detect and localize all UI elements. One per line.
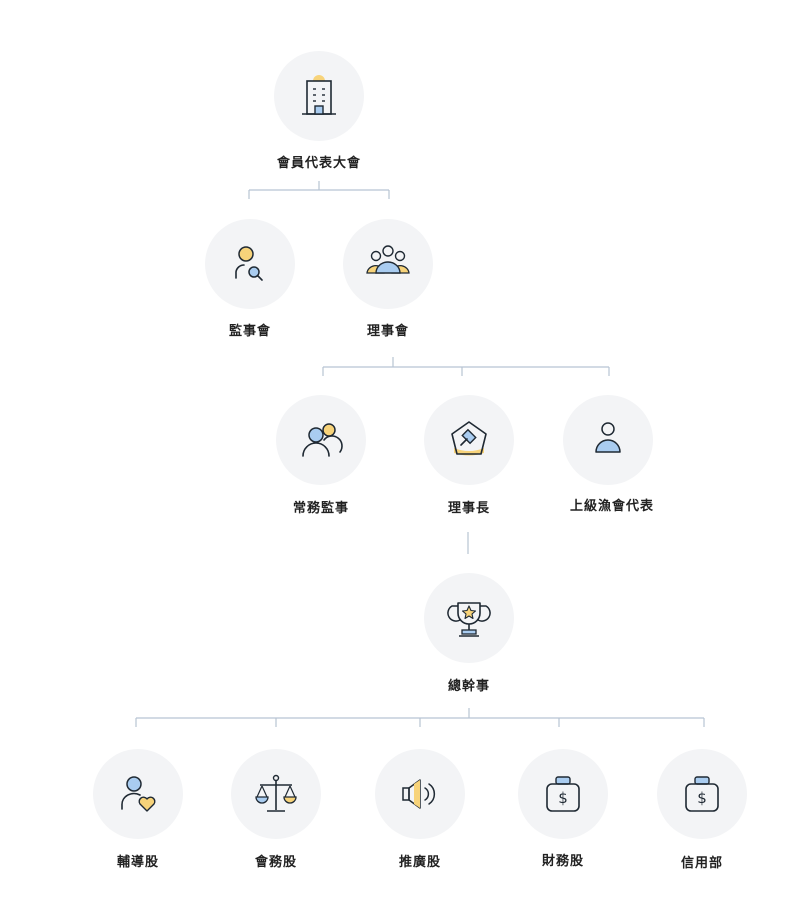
gavel-icon <box>451 421 487 456</box>
dept-finance-label: 財務股 <box>541 854 584 869</box>
standing-supervisor-node <box>276 395 366 485</box>
person-search-icon <box>235 246 263 281</box>
svg-text:$: $ <box>697 789 707 807</box>
dept-accounting-node <box>231 749 321 839</box>
general-assembly-node <box>274 51 364 141</box>
dept-finance-node: $ <box>518 749 608 839</box>
money-bag-icon: $ <box>546 776 580 812</box>
speaker-icon <box>402 779 436 809</box>
trophy-icon <box>447 602 491 637</box>
scale-icon <box>255 774 297 812</box>
general-manager-label: 總幹事 <box>447 679 490 694</box>
dept-guidance-node <box>93 749 183 839</box>
person-icon <box>595 422 621 453</box>
dept-credit-node: $ <box>657 749 747 839</box>
dept-credit-label: 信用部 <box>680 856 723 871</box>
dept-promotion-label: 推廣股 <box>398 855 441 870</box>
general-manager-node <box>424 573 514 663</box>
upper-rep-label: 上級漁會代表 <box>569 499 654 514</box>
dept-guidance-label: 輔導股 <box>116 855 159 870</box>
directors-board-node <box>343 219 433 309</box>
supervisors-board-label: 監事會 <box>228 324 271 339</box>
directors-board-label: 理事會 <box>366 324 409 339</box>
upper-rep-node <box>563 395 653 485</box>
supervisors-board-node <box>205 219 295 309</box>
chairman-node <box>424 395 514 485</box>
building-icon <box>302 75 336 115</box>
two-people-icon <box>302 423 343 457</box>
dept-promotion-node <box>375 749 465 839</box>
group-icon <box>366 245 410 274</box>
svg-text:$: $ <box>558 789 568 807</box>
general-assembly-label: 會員代表大會 <box>276 156 361 171</box>
chairman-label: 理事長 <box>447 501 490 516</box>
standing-supervisor-label: 常務監事 <box>292 501 349 516</box>
dept-accounting-label: 會務股 <box>254 855 297 870</box>
person-heart-icon <box>121 776 156 812</box>
money-bag-icon: $ <box>685 776 719 812</box>
